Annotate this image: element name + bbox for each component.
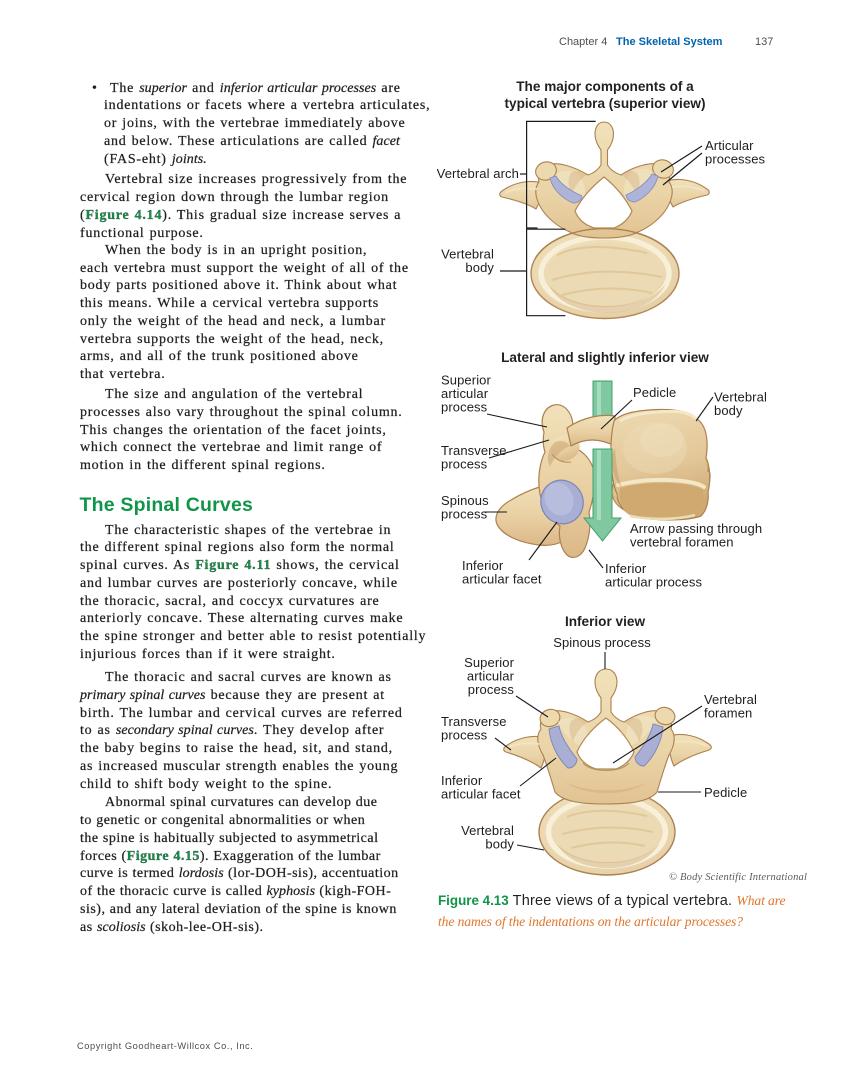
svg-text:body: body (465, 260, 494, 275)
svg-text:foramen: foramen (704, 706, 752, 721)
svg-text:Spinous: Spinous (441, 493, 489, 508)
svg-text:Vertebral arch: Vertebral arch (437, 166, 519, 181)
svg-text:articular process: articular process (605, 575, 702, 590)
svg-text:articular facet: articular facet (441, 787, 521, 802)
svg-text:body: body (714, 403, 743, 418)
svg-text:Pedicle: Pedicle (704, 785, 747, 800)
svg-text:Superior: Superior (441, 373, 492, 388)
svg-text:Pedicle: Pedicle (633, 385, 676, 400)
svg-text:Transverse: Transverse (441, 714, 507, 729)
svg-text:Transverse: Transverse (441, 443, 507, 458)
svg-text:articular: articular (441, 386, 489, 401)
svg-text:Inferior: Inferior (605, 561, 647, 576)
svg-text:Spinous process: Spinous process (553, 635, 651, 650)
svg-text:Vertebral: Vertebral (714, 390, 767, 405)
svg-text:process: process (441, 457, 488, 472)
svg-text:articular facet: articular facet (462, 572, 542, 587)
svg-text:articular: articular (467, 669, 515, 684)
svg-text:process: process (441, 400, 488, 415)
svg-text:Vertebral: Vertebral (441, 247, 494, 262)
svg-text:Vertebral: Vertebral (461, 823, 514, 838)
svg-text:process: process (441, 507, 488, 522)
svg-text:process: process (441, 728, 488, 743)
svg-text:Inferior: Inferior (441, 773, 483, 788)
svg-text:Superior: Superior (464, 655, 515, 670)
svg-text:processes: processes (705, 152, 766, 167)
svg-text:body: body (485, 837, 514, 852)
svg-text:process: process (468, 682, 515, 697)
svg-text:Articular: Articular (705, 138, 754, 153)
svg-text:vertebral foramen: vertebral foramen (630, 535, 734, 550)
svg-text:Arrow passing through: Arrow passing through (630, 521, 762, 536)
svg-text:Vertebral: Vertebral (704, 692, 757, 707)
svg-text:Inferior: Inferior (462, 558, 504, 573)
